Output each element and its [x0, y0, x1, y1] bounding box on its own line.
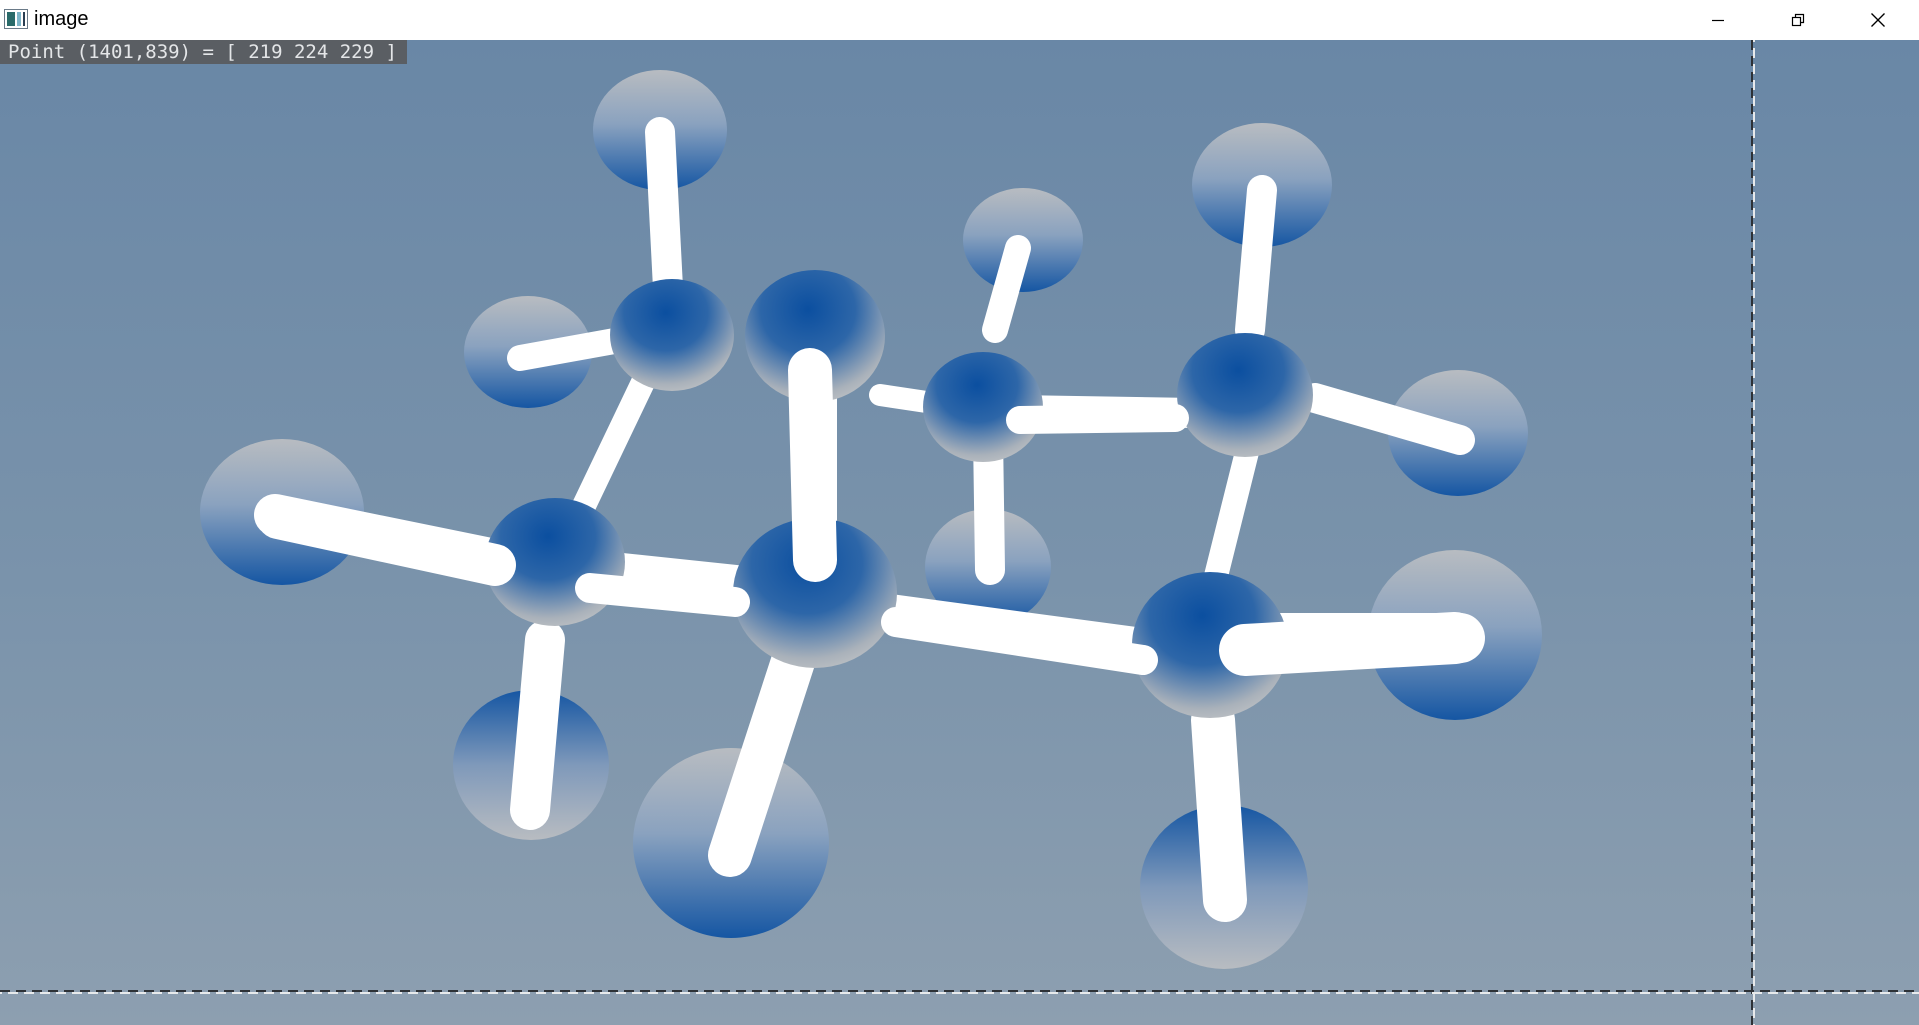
close-button[interactable]: [1838, 0, 1918, 40]
opencv-window-icon: [4, 9, 28, 29]
front-bonds: [257, 348, 1481, 676]
pixel-readout: Point (1401,839) = [ 219 224 229 ]: [0, 40, 407, 64]
title-bar[interactable]: image: [0, 0, 1919, 40]
close-icon: [1871, 13, 1885, 27]
image-canvas[interactable]: [0, 40, 1919, 1025]
restore-button[interactable]: [1758, 0, 1838, 40]
minimize-button[interactable]: [1678, 0, 1758, 40]
crosshair-guides: [0, 40, 1919, 1025]
restore-icon: [1791, 13, 1805, 27]
molecule-ball-and-stick-render: [0, 40, 1919, 1025]
minimize-icon: [1712, 19, 1724, 22]
window-title: image: [34, 8, 89, 30]
